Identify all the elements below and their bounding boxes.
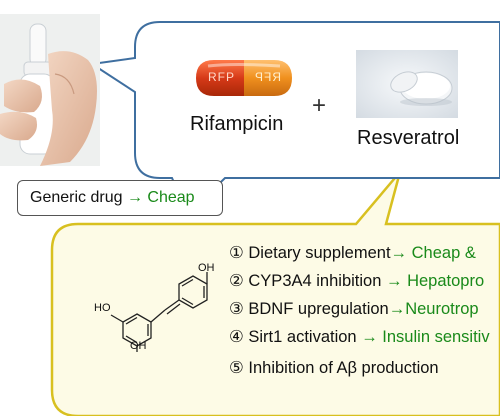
rifampicin-capsule: RFP RFP: [194, 58, 294, 98]
benefit-item-5: ⑤ Inhibition of Aβ production: [229, 358, 439, 378]
generic-drug-text: Generic drug → Cheap: [30, 189, 195, 207]
resveratrol-label: Resveratrol: [357, 127, 460, 149]
benefit-text: BDNF upregulation: [248, 300, 389, 318]
benefit-number: ③: [229, 300, 244, 318]
callout-prefix: Generic drug: [30, 189, 123, 206]
benefit-arrow: →: [390, 244, 408, 262]
benefit-number: ②: [229, 272, 244, 290]
plus-sign: +: [312, 92, 327, 119]
benefit-number: ⑤: [229, 359, 244, 377]
benefit-item-3: ③ BDNF upregulation→Neurotrop: [229, 299, 479, 319]
benefit-highlight: Cheap &: [411, 244, 476, 262]
benefit-text: Inhibition of Aβ production: [248, 359, 439, 377]
benefit-number: ①: [229, 244, 244, 262]
capsule-icon: [196, 60, 292, 96]
benefit-item-2: ② CYP3A4 inhibition → Hepatopro: [229, 271, 484, 291]
molecule-oh-top: OH: [198, 262, 215, 274]
benefit-highlight: Neurotrop: [405, 300, 479, 318]
resveratrol-tablets-photo: [356, 50, 458, 118]
callout-arrow: →: [126, 189, 143, 206]
molecule-oh-bottom: OH: [130, 340, 147, 352]
benefits-box: [50, 171, 500, 416]
callout-highlight: Cheap: [147, 189, 195, 206]
benefit-item-1: ① Dietary supplement→ Cheap &: [229, 243, 476, 263]
benefit-number: ④: [229, 328, 244, 346]
capsule-print-right: RFP: [254, 70, 281, 84]
capsule-print-left: RFP: [208, 70, 235, 84]
benefit-highlight: Hepatopro: [407, 272, 485, 290]
benefit-text: Sirt1 activation: [248, 328, 362, 346]
molecule-ho-left: HO: [94, 302, 111, 314]
rifampicin-label: Rifampicin: [190, 113, 284, 135]
benefit-text: CYP3A4 inhibition: [248, 272, 386, 290]
benefit-highlight: Insulin sensitiv: [382, 328, 490, 346]
generic-drug-callout: [17, 180, 223, 216]
benefit-item-4: ④ Sirt1 activation → Insulin sensitiv: [229, 327, 490, 347]
tablet-icon: [356, 50, 458, 118]
nasal-spray-photo: [0, 14, 100, 166]
resveratrol-structure: [110, 272, 208, 352]
benefit-arrow: →: [385, 272, 403, 290]
benefit-arrow: →: [388, 300, 406, 318]
benefit-text: Dietary supplement: [248, 244, 391, 262]
benefit-arrow: →: [361, 328, 378, 346]
hand-spray-icon: [0, 23, 97, 166]
